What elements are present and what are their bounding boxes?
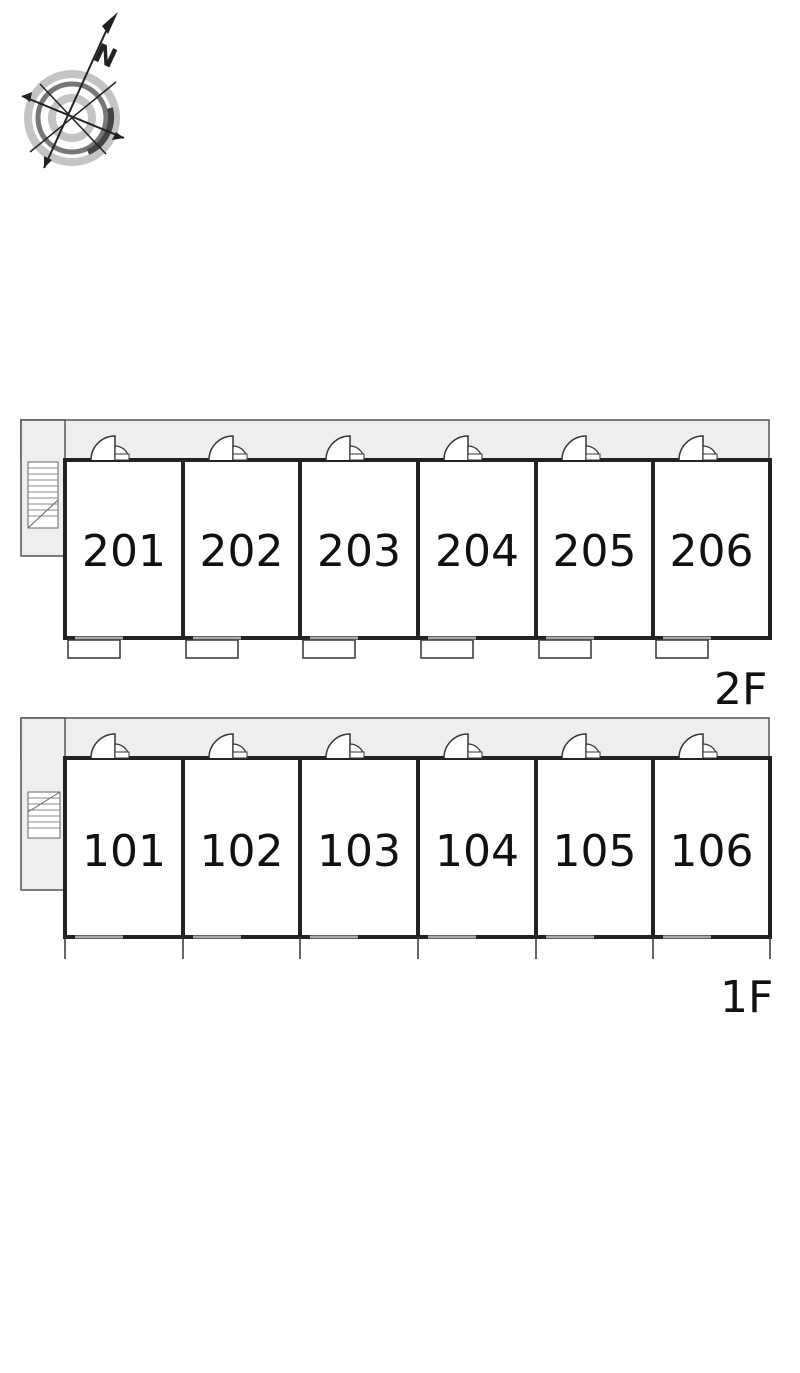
- room-outline: [534, 458, 655, 640]
- door-icon: [443, 435, 483, 461]
- unit-203: 203: [298, 435, 420, 659]
- unit-202: 202: [181, 435, 302, 659]
- unit-number: 104: [435, 826, 519, 877]
- compass-rose-icon: N: [21, 12, 125, 169]
- corridor: [20, 717, 770, 759]
- door-icon: [443, 733, 483, 759]
- room-outline: [181, 458, 302, 640]
- floor-label-1f: 1F: [720, 972, 773, 1023]
- room-outline: [298, 458, 420, 640]
- unit-204: 204: [416, 435, 538, 659]
- room-outline: [651, 458, 772, 640]
- door-icon: [561, 733, 601, 759]
- door-icon: [90, 733, 130, 759]
- north-label: N: [89, 38, 121, 74]
- unit-102: 102: [181, 733, 302, 959]
- unit-201: 201: [63, 435, 185, 659]
- unit-number: 101: [82, 826, 166, 877]
- door-icon: [325, 435, 365, 461]
- door-icon: [208, 435, 248, 461]
- balcony: [302, 639, 356, 659]
- balcony: [538, 639, 592, 659]
- unit-number: 103: [317, 826, 401, 877]
- unit-number: 202: [200, 526, 284, 577]
- unit-number: 201: [82, 526, 166, 577]
- room-outline: [63, 458, 185, 640]
- unit-205: 205: [534, 435, 655, 659]
- balcony: [655, 639, 709, 659]
- staircase-icon: [27, 461, 59, 529]
- staircase-icon: [27, 791, 61, 839]
- unit-206: 206: [651, 435, 772, 659]
- unit-103: 103: [298, 733, 420, 959]
- door-icon: [325, 733, 365, 759]
- unit-number: 102: [200, 826, 284, 877]
- floor-label-2f: 2F: [714, 664, 767, 715]
- unit-number: 204: [435, 526, 519, 577]
- unit-106: 106: [651, 733, 772, 959]
- balcony: [185, 639, 239, 659]
- balcony: [67, 639, 121, 659]
- unit-105: 105: [534, 733, 655, 959]
- unit-number: 205: [553, 526, 637, 577]
- door-icon: [90, 435, 130, 461]
- room-outline: [651, 756, 772, 939]
- unit-number: 203: [317, 526, 401, 577]
- unit-number: 105: [553, 826, 637, 877]
- balcony: [420, 639, 474, 659]
- room-outline: [416, 756, 538, 939]
- floor-2f: 201 202 203 204 205 206 2F: [20, 419, 772, 715]
- door-icon: [678, 435, 718, 461]
- door-icon: [208, 733, 248, 759]
- unit-104: 104: [416, 733, 538, 959]
- door-icon: [561, 435, 601, 461]
- corridor: [20, 419, 770, 461]
- room-outline: [298, 756, 420, 939]
- door-icon: [678, 733, 718, 759]
- unit-number: 206: [670, 526, 754, 577]
- floor-1f: 101 102 103 104 105 106 1F: [20, 717, 773, 1023]
- unit-101: 101: [63, 733, 185, 959]
- unit-number: 106: [670, 826, 754, 877]
